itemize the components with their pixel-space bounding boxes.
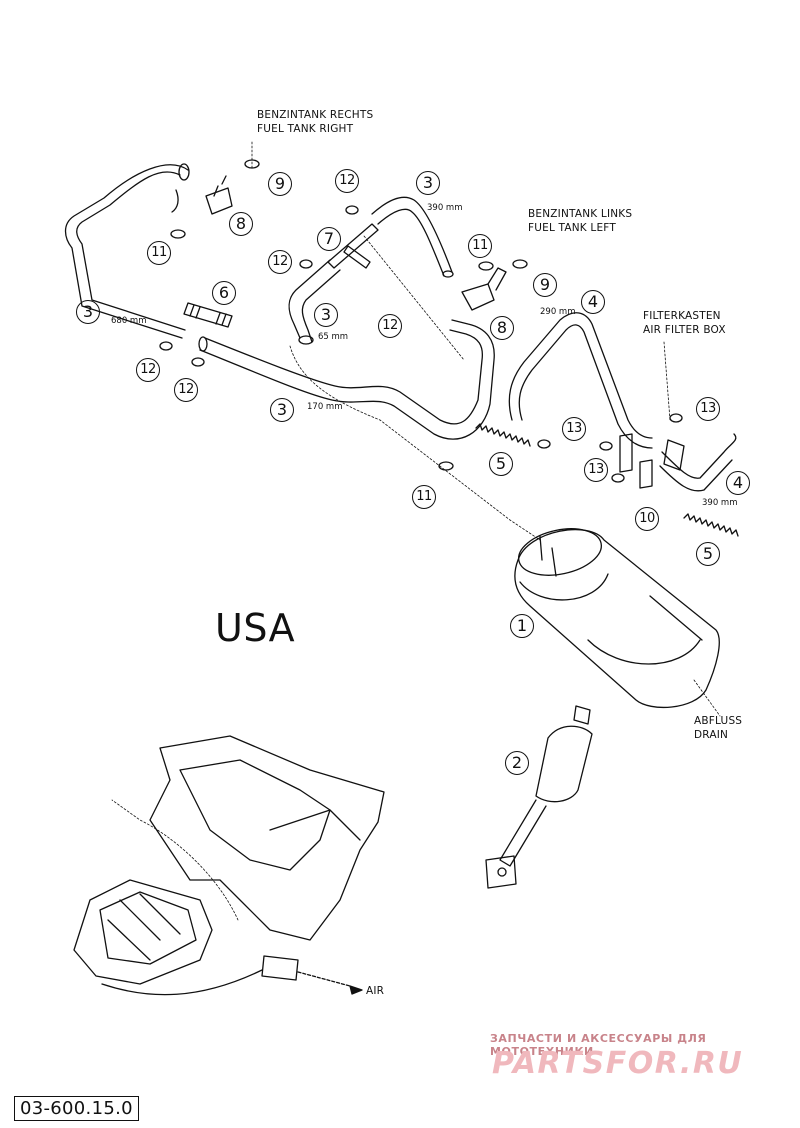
dimension-290mm: 290 mm: [540, 307, 576, 317]
dimension-170mm: 170 mm: [307, 402, 343, 412]
dimension-390mm-right: 390 mm: [702, 498, 738, 508]
air-filter-label-de: FILTERKASTEN: [643, 310, 721, 322]
clamp-13c: [611, 473, 625, 483]
fuel-tank-right-label-en: FUEL TANK RIGHT: [257, 123, 354, 135]
callout-12-b: 12: [268, 250, 292, 274]
callout-3-top: 3: [416, 171, 440, 195]
fitting-8-right: [205, 175, 233, 215]
fuel-tank-right-label-de: BENZINTANK RECHTS: [257, 109, 374, 121]
callout-5-right: 5: [696, 542, 720, 566]
dimension-390mm-top: 390 mm: [427, 203, 463, 213]
part-number: 03-600.15.0: [14, 1096, 139, 1121]
watermark-tagline: ЗАПЧАСТИ И АКСЕССУАРЫ ДЛЯ МОТОТЕХНИКИ: [490, 1032, 707, 1058]
callout-11-a: 11: [147, 241, 171, 265]
callout-12-a: 12: [335, 169, 359, 193]
callout-9-left: 9: [533, 273, 557, 297]
clamp-12a: [159, 341, 173, 351]
callout-13-c: 13: [696, 397, 720, 421]
callout-12-e: 12: [174, 378, 198, 402]
callout-5-left: 5: [489, 452, 513, 476]
filter-2: [485, 705, 593, 889]
callout-4-right: 4: [726, 471, 750, 495]
spring-5-left: [475, 423, 531, 447]
callout-8-left: 8: [490, 316, 514, 340]
region-label: USA: [215, 606, 296, 650]
clamp-12c: [299, 259, 313, 269]
leader-lines: [111, 139, 721, 921]
callout-7: 7: [317, 227, 341, 251]
callout-2: 2: [505, 751, 529, 775]
hose-390mm-top: [371, 196, 454, 278]
clamp-11a: [170, 229, 186, 239]
drain-label-de: ABFLUSS: [694, 715, 743, 727]
clamp-12b: [191, 357, 205, 367]
t-piece-7: [288, 223, 379, 345]
callout-13-b: 13: [584, 458, 608, 482]
callout-11-c: 11: [412, 485, 436, 509]
clamp-13a: [537, 439, 551, 449]
clamp-13d: [669, 413, 683, 423]
callout-3-bottom: 3: [270, 398, 294, 422]
drain-label-en: DRAIN: [694, 729, 729, 741]
dimension-65mm: 65 mm: [318, 332, 349, 342]
fuel-tank-left-label-en: FUEL TANK LEFT: [528, 222, 616, 234]
callout-4-top: 4: [581, 290, 605, 314]
callout-6: 6: [212, 281, 236, 305]
callout-13-a: 13: [562, 417, 586, 441]
callout-3-mid: 3: [314, 303, 338, 327]
callout-3-left: 3: [76, 300, 100, 324]
connector-6: [183, 302, 233, 328]
callout-8-right: 8: [229, 212, 253, 236]
airbox: [73, 735, 385, 996]
callout-11-b: 11: [468, 234, 492, 258]
clamp-12d: [345, 205, 359, 215]
spring-5-right: [683, 513, 739, 537]
clamp-11b: [478, 261, 494, 271]
carbon-canister: [514, 528, 720, 709]
clamp-11c: [438, 461, 454, 471]
hose-170mm: [198, 319, 495, 440]
clamp-13b: [599, 441, 613, 451]
callout-10: 10: [635, 507, 659, 531]
washer-9-left: [512, 259, 528, 269]
air-filter-label-en: AIR FILTER BOX: [643, 324, 726, 336]
callout-12-c: 12: [378, 314, 402, 338]
valve-10: [619, 433, 653, 489]
watermark-logo: PARTSFOR.RU: [492, 1046, 744, 1081]
fitting-8-left: [461, 267, 507, 311]
callout-12-d: 12: [136, 358, 160, 382]
hose-390mm-right: [659, 433, 737, 492]
callout-9-right: 9: [268, 172, 292, 196]
fuel-tank-left-label-de: BENZINTANK LINKS: [528, 208, 633, 220]
hose-680mm: [64, 163, 190, 339]
air-label: AIR: [366, 985, 385, 997]
dimension-680mm: 680 mm: [111, 316, 147, 326]
callout-1: 1: [510, 614, 534, 638]
